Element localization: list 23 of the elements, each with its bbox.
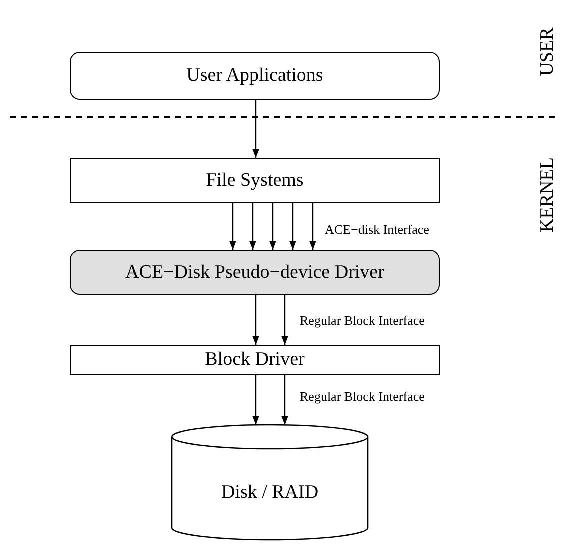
layer-label: USER bbox=[537, 28, 559, 76]
arrow bbox=[310, 203, 316, 250]
arrow bbox=[282, 375, 288, 425]
node-label: File Systems bbox=[206, 170, 304, 192]
arrow bbox=[252, 295, 260, 345]
node-label: Block Driver bbox=[205, 349, 305, 371]
arrow bbox=[252, 375, 260, 425]
process-box bbox=[70, 250, 440, 295]
node-label: ACE−Disk Pseudo−device Driver bbox=[126, 262, 384, 284]
process-box bbox=[70, 52, 440, 100]
edge-label: Regular Block Interface bbox=[300, 313, 425, 329]
arrow bbox=[252, 100, 260, 158]
node-label: User Applications bbox=[186, 65, 324, 87]
arrow bbox=[270, 203, 276, 250]
process-box bbox=[70, 158, 440, 203]
edge-label: Regular Block Interface bbox=[300, 389, 425, 405]
layer-label: KERNEL bbox=[537, 158, 559, 232]
arrow bbox=[282, 295, 288, 345]
arrow bbox=[250, 203, 256, 250]
process-box bbox=[70, 345, 440, 375]
arrow bbox=[290, 203, 296, 250]
arrow bbox=[230, 203, 236, 250]
node-label: Disk / RAID bbox=[221, 482, 319, 504]
